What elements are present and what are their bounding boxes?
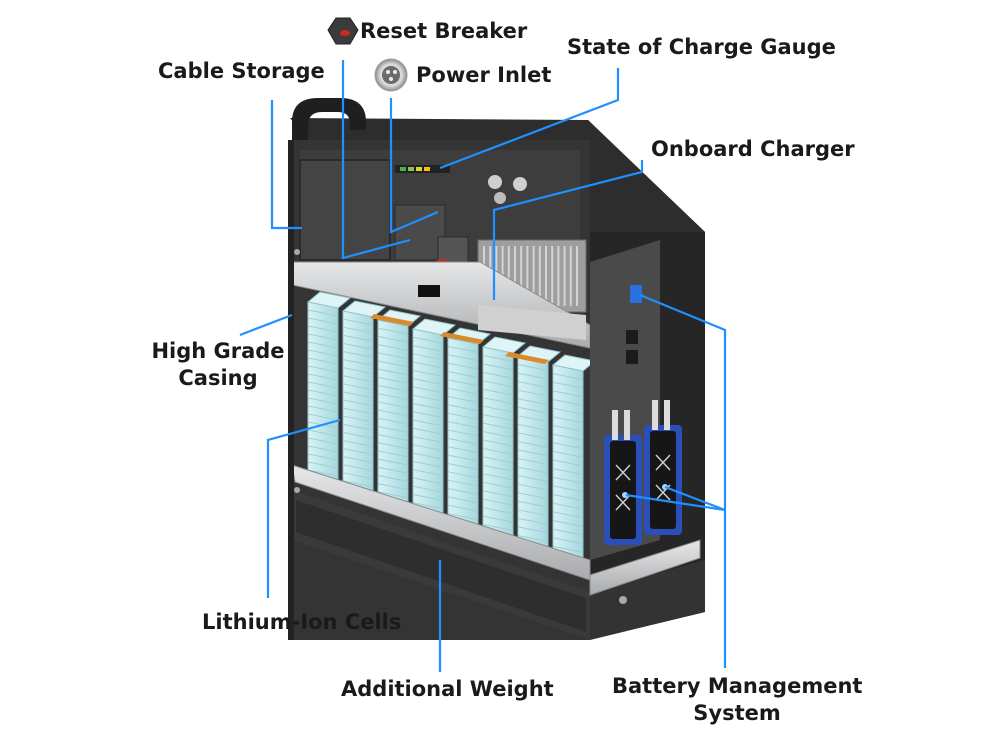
label-bms-line2: System <box>693 701 781 725</box>
leader-power-inlet <box>389 98 439 234</box>
casing-left-edge <box>288 140 294 640</box>
label-high-grade-casing-line2: Casing <box>178 366 258 390</box>
label-cable-storage: Cable Storage <box>158 59 325 83</box>
leader-onboard-charger <box>492 160 644 300</box>
leader-casing <box>239 313 293 337</box>
reset-breaker-icon <box>327 17 359 45</box>
cell-stack <box>481 336 527 540</box>
leader-cable-storage <box>270 100 302 230</box>
leader-bms-3 <box>625 493 726 512</box>
leader-lines <box>239 60 727 672</box>
leader-cells <box>266 418 341 598</box>
leader-reset-breaker <box>341 60 411 260</box>
cell-tab <box>370 314 414 326</box>
label-lithium-ion-cells: Lithium-Ion Cells <box>202 610 402 634</box>
label-battery-management-system: Battery Management System <box>612 673 862 727</box>
label-additional-weight: Additional Weight <box>341 677 554 701</box>
leader-soc-gauge <box>439 68 620 170</box>
cell-tab <box>440 332 484 344</box>
lithium-ion-cells <box>306 291 597 562</box>
label-bms-line1: Battery Management <box>612 674 863 698</box>
label-high-grade-casing-line1: High Grade <box>151 339 285 363</box>
label-high-grade-casing: High Grade Casing <box>148 338 288 392</box>
label-state-of-charge-gauge: State of Charge Gauge <box>567 35 836 59</box>
label-reset-breaker: Reset Breaker <box>360 19 528 43</box>
cell-stack <box>551 354 597 562</box>
power-inlet-icon <box>374 58 408 92</box>
leader-bms-2 <box>664 485 726 512</box>
cell-stack <box>376 309 422 507</box>
bms-compartment <box>590 240 682 560</box>
label-power-inlet: Power Inlet <box>416 63 552 87</box>
leader-bms-1 <box>639 293 727 668</box>
label-onboard-charger: Onboard Charger <box>651 137 855 161</box>
cell-stack <box>411 318 457 518</box>
cell-tab <box>505 352 549 364</box>
usb-port <box>630 285 642 303</box>
